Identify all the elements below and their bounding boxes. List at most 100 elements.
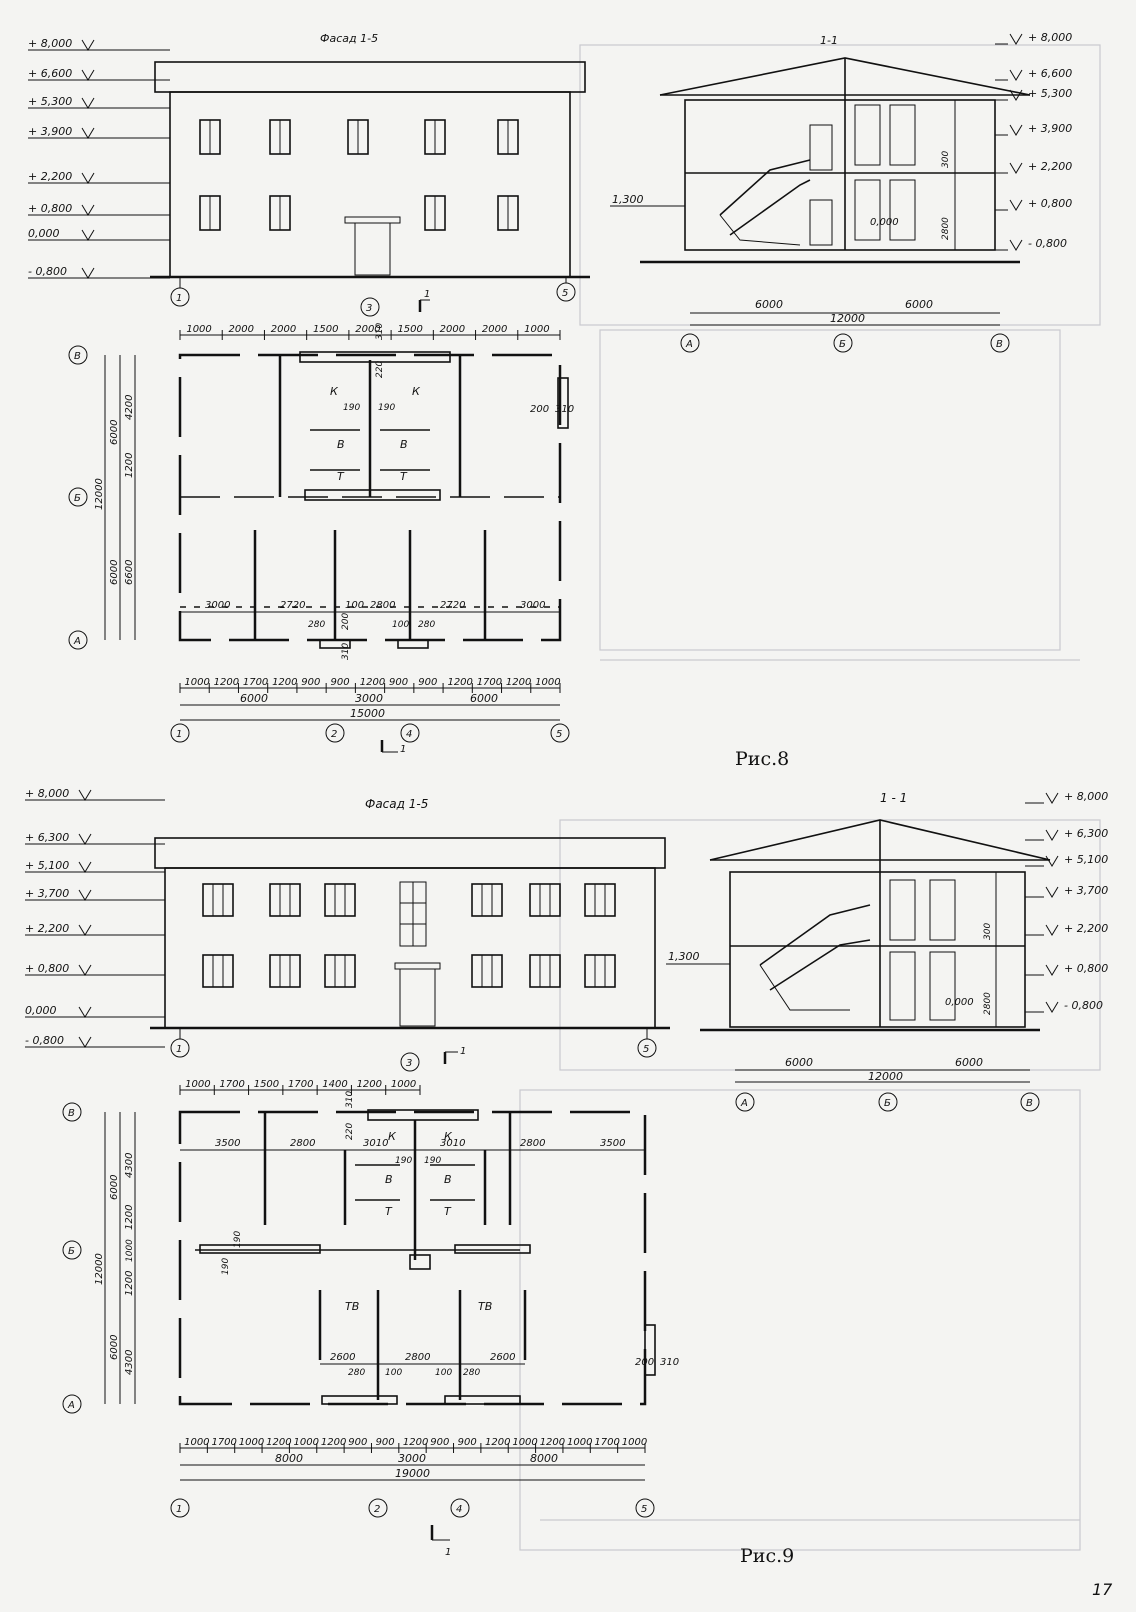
svg-text:310: 310: [375, 323, 385, 340]
axis-bubble: [550, 723, 570, 743]
dim-label: 1200: [506, 677, 531, 688]
svg-text:280: 280: [463, 1368, 480, 1378]
svg-text:280: 280: [418, 620, 435, 630]
svg-text:1: 1: [460, 1046, 466, 1057]
svg-text:3500: 3500: [600, 1138, 625, 1149]
level-mark: + 3,700: [1064, 884, 1108, 897]
level-mark: + 8,000: [1028, 31, 1072, 44]
axis-label: Б: [68, 1246, 75, 1257]
svg-text:300: 300: [941, 151, 951, 168]
svg-text:6000: 6000: [785, 1056, 813, 1069]
axis-bubble: [68, 630, 88, 650]
svg-text:220: 220: [375, 361, 385, 378]
dim-label: 1000: [512, 1437, 537, 1448]
axis-label: В: [74, 351, 81, 362]
dim-label: 2000: [440, 324, 465, 335]
dim-label: 1000: [622, 1437, 647, 1448]
fig9-caption: Рис.9: [740, 1545, 794, 1567]
level-mark: 0,000: [25, 1004, 57, 1017]
svg-text:8000: 8000: [530, 1452, 558, 1465]
level-mark: + 2,200: [25, 922, 69, 935]
level-mark: + 2,200: [1028, 160, 1072, 173]
dim-label: 1200: [447, 677, 472, 688]
svg-text:190: 190: [221, 1258, 231, 1275]
level-arrow: [78, 789, 92, 801]
window: [529, 954, 561, 988]
axis-bubble: [62, 1394, 82, 1414]
svg-text:1200: 1200: [124, 453, 135, 478]
level-mark: + 3,700: [25, 887, 69, 900]
axis-label: А: [685, 339, 693, 350]
ghost-bleedthrough: [519, 44, 1101, 1551]
level-arrow: [1045, 924, 1059, 936]
svg-text:190: 190: [424, 1156, 441, 1166]
axis-bubble: [62, 1240, 82, 1260]
svg-text:В: В: [444, 1173, 452, 1186]
axis-bubble: [833, 333, 853, 353]
level-arrow: [78, 889, 92, 901]
dim-label: 1200: [357, 1079, 382, 1090]
axis-label: 2: [374, 1504, 380, 1515]
axis-label: Б: [74, 493, 81, 504]
svg-text:190: 190: [395, 1156, 412, 1166]
svg-text:100: 100: [392, 620, 409, 630]
axis-label: 1: [176, 293, 182, 304]
svg-text:6600: 6600: [124, 560, 135, 585]
axis-bubble: [450, 1498, 470, 1518]
fig9-plan: К К В В Т Т ТВ ТВ 310 220 190 190 190 19…: [62, 1052, 679, 1558]
svg-text:19000: 19000: [395, 1467, 430, 1480]
level-mark: - 0,800: [25, 1034, 64, 1047]
axis-label: 4: [406, 729, 412, 740]
dim-label: 1700: [594, 1437, 619, 1448]
fig8-section: 1-1 1,300 0,000 300 2800 + 8,000+ 6,600+…: [610, 31, 1072, 353]
axis-label: В: [996, 339, 1003, 350]
dim-label: 900: [458, 1437, 477, 1448]
svg-text:4300: 4300: [124, 1350, 135, 1375]
svg-text:В: В: [337, 438, 345, 451]
svg-text:1: 1: [176, 1044, 182, 1055]
dim-label: 1500: [254, 1079, 279, 1090]
axis-bubble: [170, 1498, 190, 1518]
level-mark: + 5,100: [25, 859, 69, 872]
svg-text:200: 200: [341, 613, 351, 630]
svg-text:Т: Т: [337, 470, 345, 483]
level-arrow: [1045, 886, 1059, 898]
level-mark: + 3,900: [1028, 122, 1072, 135]
dim-label: 900: [348, 1437, 367, 1448]
axis-label: 5: [556, 729, 562, 740]
level-arrow: [78, 924, 92, 936]
svg-text:15000: 15000: [350, 707, 385, 720]
svg-text:В: В: [400, 438, 408, 451]
svg-text:310: 310: [341, 643, 351, 660]
axis-label: В: [68, 1108, 75, 1119]
svg-text:6000: 6000: [109, 1175, 120, 1200]
svg-text:6000: 6000: [109, 1335, 120, 1360]
fig8-caption: Рис.8: [735, 748, 789, 770]
level-arrow: [78, 1036, 92, 1048]
dim-label: 1000: [524, 324, 549, 335]
svg-text:200: 200: [635, 1357, 654, 1368]
axis-bubble: [990, 333, 1010, 353]
level-mark: + 0,800: [1028, 197, 1072, 210]
dim-label: 900: [418, 677, 437, 688]
svg-text:100: 100: [345, 600, 364, 611]
level-arrow: [81, 69, 95, 81]
dim-label: 1700: [211, 1437, 236, 1448]
svg-text:3000: 3000: [205, 600, 230, 611]
level-arrow: [1045, 792, 1059, 804]
svg-text:4300: 4300: [124, 1153, 135, 1178]
level-mark: + 6,300: [25, 831, 69, 844]
svg-text:3000: 3000: [398, 1452, 426, 1465]
level-arrow: [1009, 124, 1023, 136]
window: [202, 883, 234, 917]
svg-text:2600: 2600: [330, 1352, 355, 1363]
svg-text:К: К: [412, 385, 421, 398]
axis-bubble: [68, 345, 88, 365]
svg-text:3000: 3000: [520, 600, 545, 611]
window: [324, 954, 356, 988]
dim-label: 1200: [403, 1437, 428, 1448]
level-arrow: [81, 229, 95, 241]
level-arrow: [81, 127, 95, 139]
level-mark: + 6,600: [1028, 67, 1072, 80]
level-arrow: [1009, 199, 1023, 211]
